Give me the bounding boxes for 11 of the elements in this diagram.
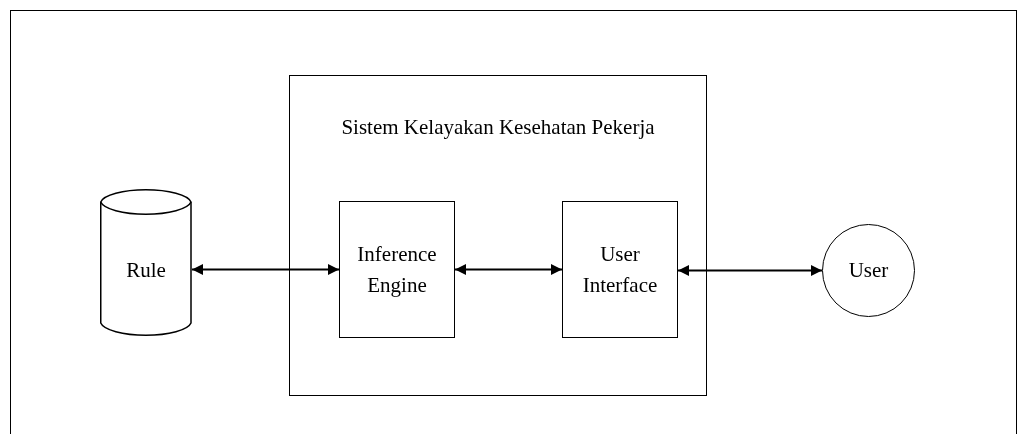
- node-label: Inference Engine: [356, 241, 438, 299]
- node-label: User: [848, 257, 889, 285]
- process-box: [562, 201, 678, 338]
- double-arrow: [191, 264, 340, 275]
- node-label: User Interface: [581, 241, 659, 299]
- system-boundary-box: [289, 75, 707, 396]
- node-label: Rule: [126, 256, 166, 284]
- double-arrow: [454, 264, 563, 275]
- process-box: [339, 201, 455, 338]
- double-arrow: [677, 265, 823, 276]
- box-title: Sistem Kelayakan Kesehatan Pekerja: [341, 114, 655, 141]
